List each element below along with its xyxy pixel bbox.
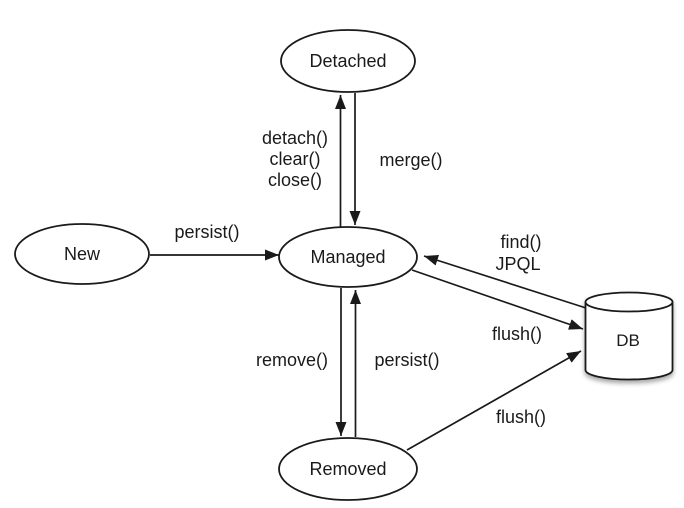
removed-ellipse [278, 437, 418, 501]
label-find: find() [500, 232, 541, 252]
label-flush-managed: flush() [492, 324, 542, 344]
label-persist-new: persist() [174, 222, 239, 242]
database-cylinder-top [584, 291, 674, 313]
node-db: DB [584, 291, 674, 381]
edge-labels: persist() detach() clear() close() merge… [174, 128, 546, 427]
arrow-db-to-managed [423, 255, 587, 309]
label-remove: remove() [256, 350, 328, 370]
new-ellipse [14, 223, 150, 285]
node-new: New [14, 223, 150, 285]
removed-label: Removed [309, 459, 386, 479]
detached-label: Detached [309, 51, 386, 71]
label-clear: clear() [269, 149, 320, 169]
node-removed: Removed [278, 437, 418, 501]
managed-label: Managed [310, 247, 385, 267]
db-label: DB [616, 331, 640, 350]
managed-ellipse [278, 226, 418, 288]
label-close: close() [268, 170, 322, 190]
new-label: New [64, 244, 101, 264]
node-managed: Managed [278, 226, 418, 288]
node-detached: Detached [280, 29, 416, 93]
arrow-managed-to-db [411, 269, 584, 330]
arrow-removed-to-db [406, 350, 582, 451]
label-merge: merge() [379, 150, 442, 170]
database-cylinder-body [584, 302, 674, 381]
edges [150, 93, 587, 451]
label-jpql: JPQL [495, 254, 540, 274]
detached-ellipse [280, 29, 416, 93]
label-detach: detach() [262, 128, 328, 148]
label-persist-removed: persist() [374, 350, 439, 370]
label-flush-removed: flush() [496, 407, 546, 427]
